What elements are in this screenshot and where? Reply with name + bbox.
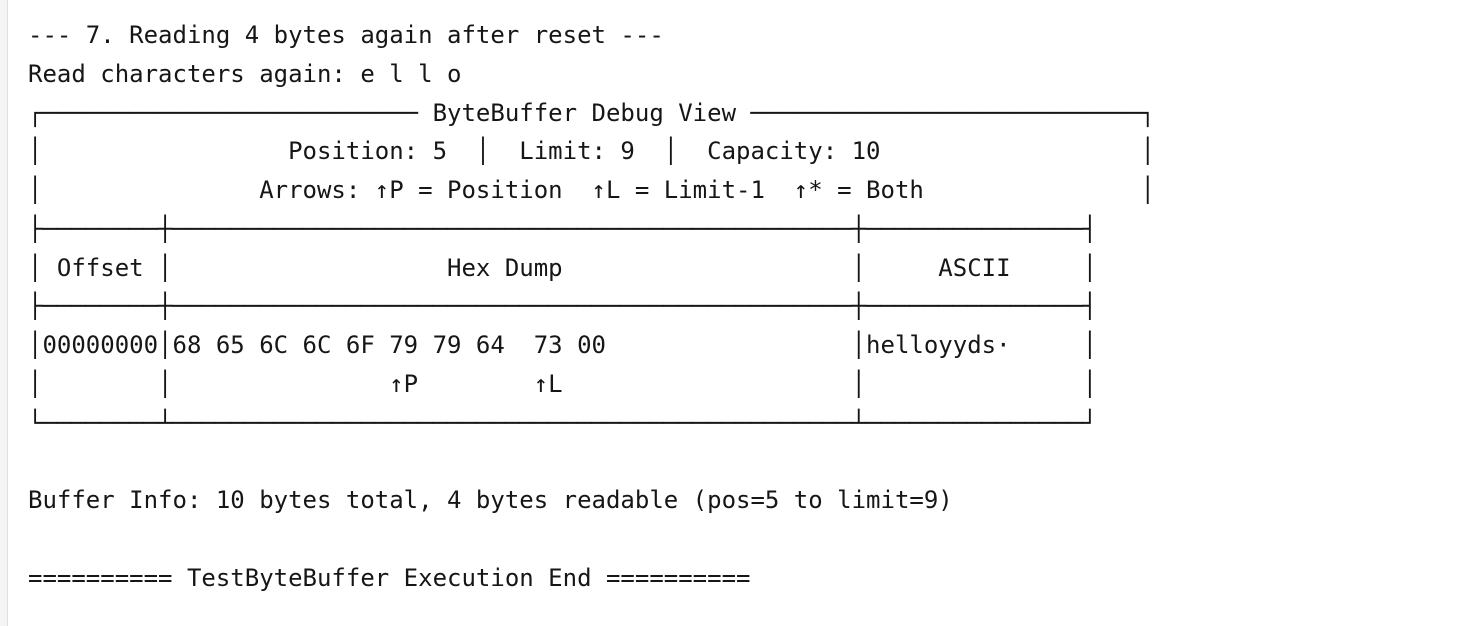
step-header-line: --- 7. Reading 4 bytes again after reset… [28,21,664,49]
table-header-line: │ Offset │ Hex Dump │ ASCII │ [28,253,1098,282]
hex-dump-row: │00000000│68 65 6C 6C 6F 79 79 64 73 00 … [28,331,1098,359]
table-top-separator: ├────────┼──────────────────────────────… [28,214,1098,243]
buffer-info-line: Buffer Info: 10 bytes total, 4 bytes rea… [28,486,953,514]
buffer-state-line: │ Position: 5 │ Limit: 9 │ Capacity: 10 … [28,137,1156,166]
blank-line-2 [28,520,1155,559]
execution-end-line: ========== TestByteBuffer Execution End … [28,563,751,592]
blank-line [28,442,1155,481]
console-output: --- 7. Reading 4 bytes again after reset… [28,16,1155,597]
debug-box-title-border: ┌────────────────────────── ByteBuffer D… [28,98,1156,127]
table-header-separator: ├────────┼──────────────────────────────… [28,292,1098,321]
arrow-legend-line: │ Arrows: ↑P = Position ↑L = Limit-1 ↑* … [28,176,1156,204]
arrow-marker-row: │ │ ↑P ↑L │ │ [28,369,1098,398]
left-gutter [0,0,8,626]
table-bottom-border: └────────┴──────────────────────────────… [28,408,1098,437]
read-result-line: Read characters again: e l l o [28,59,462,88]
